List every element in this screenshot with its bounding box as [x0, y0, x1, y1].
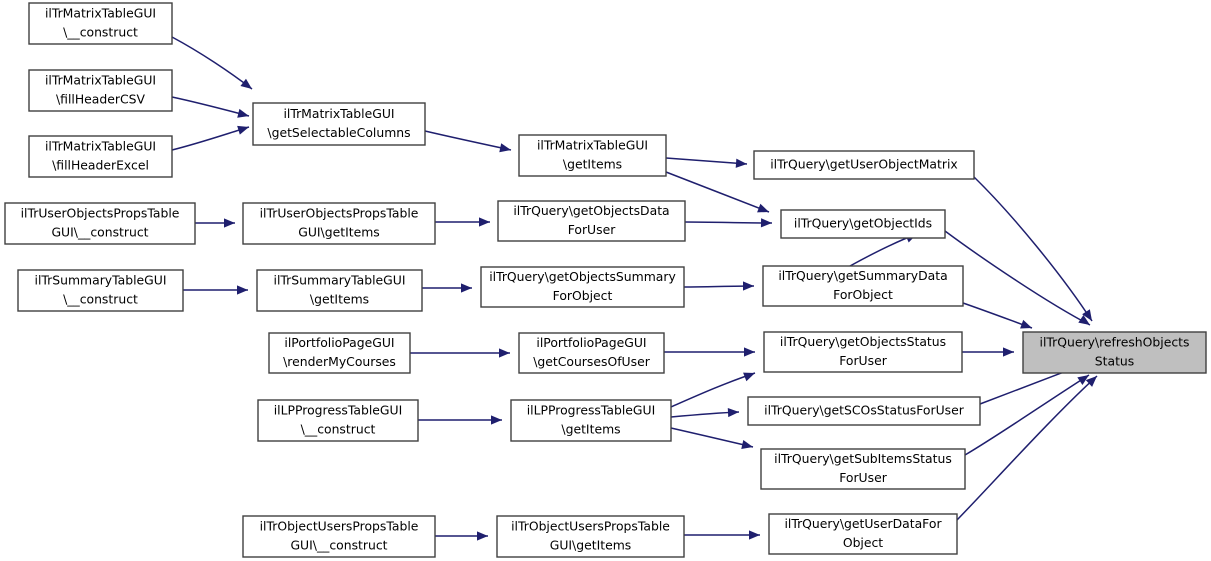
arrowhead-icon [760, 218, 772, 228]
arrowhead-icon [479, 217, 490, 227]
arrowhead-icon [1085, 376, 1097, 387]
arrowhead-icon [240, 78, 252, 89]
node-box[interactable] [257, 399, 419, 442]
arrowhead-icon [727, 407, 739, 418]
call-edge [849, 233, 918, 267]
node-box[interactable] [768, 513, 958, 555]
graph-node[interactable]: ilTrQuery\getSCOsStatusForUser [747, 396, 981, 426]
arrowhead-icon [1078, 315, 1090, 325]
arrowhead-icon [1077, 375, 1089, 385]
call-edge [964, 374, 1090, 456]
node-box[interactable] [17, 269, 184, 312]
arrowhead-icon [757, 203, 769, 213]
arrowhead-icon [735, 158, 747, 168]
arrowhead-icon [1082, 309, 1092, 321]
arrowhead-icon [1020, 319, 1032, 329]
arrowhead-icon [1003, 347, 1014, 357]
node-box[interactable] [753, 150, 975, 180]
call-edge [424, 130, 512, 151]
call-edge [684, 221, 773, 224]
graph-node[interactable]: ilTrMatrixTableGUI\fillHeaderCSV [28, 69, 173, 112]
graph-node[interactable]: ilLPProgressTableGUI\getItems [510, 399, 672, 442]
node-box[interactable] [28, 2, 173, 45]
call-edge [670, 427, 754, 448]
graph-node[interactable]: ilPortfolioPageGUI\getCoursesOfUser [518, 332, 665, 374]
arrowhead-icon [237, 285, 248, 295]
node-box[interactable] [780, 209, 946, 239]
call-edge [956, 375, 1098, 521]
node-box[interactable] [496, 515, 685, 558]
arrowhead-icon [749, 530, 760, 540]
node-box[interactable] [242, 515, 436, 558]
node-box[interactable] [480, 266, 685, 308]
node-box[interactable] [268, 332, 411, 374]
arrowhead-icon [499, 348, 510, 358]
node-box[interactable] [518, 332, 665, 374]
node-box[interactable] [1022, 331, 1207, 374]
graph-node[interactable]: ilPortfolioPageGUI\renderMyCourses [268, 332, 411, 374]
node-box[interactable] [497, 200, 686, 242]
arrowhead-icon [741, 440, 753, 450]
graph-node[interactable]: ilLPProgressTableGUI\__construct [257, 399, 419, 442]
arrowhead-icon [477, 531, 488, 541]
arrowheads-layer [224, 78, 1097, 541]
call-edge [665, 157, 748, 165]
graph-node[interactable]: ilTrQuery\getUserObjectMatrix [753, 150, 975, 180]
graph-node[interactable]: ilTrMatrixTableGUI\fillHeaderExcel [28, 135, 173, 178]
arrowhead-icon [743, 281, 754, 291]
node-box[interactable] [518, 134, 667, 177]
node-box[interactable] [256, 269, 423, 312]
arrowhead-icon [237, 125, 249, 135]
graph-node[interactable]: ilTrMatrixTableGUI\getSelectableColumns [252, 102, 426, 146]
call-edge [665, 171, 770, 213]
call-edge [171, 96, 250, 117]
call-edge [973, 176, 1093, 322]
node-box[interactable] [760, 448, 966, 490]
arrowhead-icon [237, 108, 249, 118]
node-box[interactable] [28, 69, 173, 112]
arrowhead-icon [744, 347, 755, 357]
node-box[interactable] [763, 331, 963, 373]
call-edge [670, 372, 756, 408]
node-box[interactable] [747, 396, 981, 426]
node-box[interactable] [4, 202, 196, 245]
nodes-layer: ilTrMatrixTableGUI\__construct ilTrMatrix… [4, 2, 1207, 558]
graph-node[interactable]: ilTrMatrixTableGUI\getItems [518, 134, 667, 177]
node-box[interactable] [242, 202, 436, 245]
call-edge [962, 302, 1033, 329]
graph-node[interactable]: ilTrQuery\getObjectIds [780, 209, 946, 239]
graph-node[interactable]: ilTrSummaryTableGUI\__construct [17, 269, 184, 312]
call-edge [171, 126, 250, 151]
node-box[interactable] [28, 135, 173, 178]
node-box[interactable] [510, 399, 672, 442]
call-edge [944, 230, 1091, 326]
arrowhead-icon [499, 143, 511, 153]
node-box[interactable] [762, 265, 964, 307]
call-edge [171, 36, 253, 90]
graph-node[interactable]: ilTrSummaryTableGUI\getItems [256, 269, 423, 312]
node-box[interactable] [252, 102, 426, 146]
arrowhead-icon [491, 415, 502, 425]
arrowhead-icon [743, 372, 755, 382]
arrowhead-icon [461, 283, 472, 293]
graph-node[interactable]: ilTrMatrixTableGUI\__construct [28, 2, 173, 45]
arrowhead-icon [224, 218, 235, 228]
